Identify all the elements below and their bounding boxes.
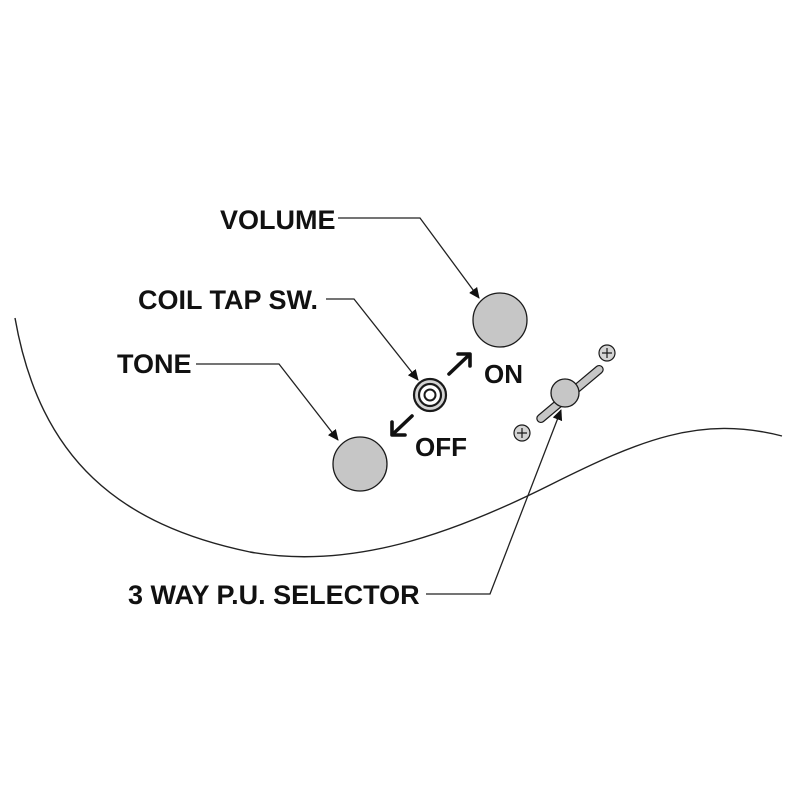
pickup-selector-leader-arrow <box>426 409 563 595</box>
volume-label: VOLUME <box>220 205 336 235</box>
mounting-screw-bottom-icon <box>513 424 531 442</box>
on-label: ON <box>484 359 523 389</box>
off-arrow-icon <box>390 414 414 437</box>
tone-knob[interactable] <box>332 436 388 492</box>
volume-leader-arrow <box>338 217 480 299</box>
tone-label: TONE <box>117 349 192 379</box>
body-edge-curve <box>14 317 783 558</box>
coil-tap-label: COIL TAP SW. <box>138 285 318 315</box>
coil-tap-leader-arrow <box>326 298 419 381</box>
tone-leader-arrow <box>196 363 339 441</box>
mounting-screw-top-icon <box>598 344 616 362</box>
coil-tap-switch[interactable] <box>412 377 448 413</box>
pickup-selector-switch[interactable] <box>535 364 604 424</box>
off-label: OFF <box>415 432 467 462</box>
pickup-selector-label: 3 WAY P.U. SELECTOR <box>128 580 420 610</box>
on-arrow-icon <box>447 352 472 376</box>
volume-knob[interactable] <box>472 292 528 348</box>
